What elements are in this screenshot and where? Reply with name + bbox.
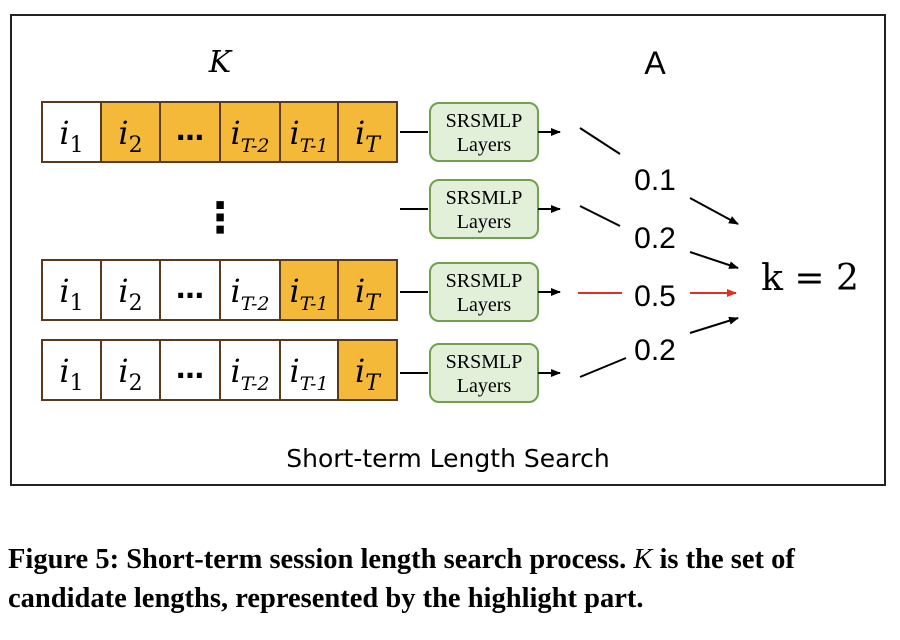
cell-label: … [176, 272, 204, 305]
block-label-line1: SRSMLP [446, 270, 523, 292]
diagram-footer: Short-term Length Search [286, 444, 610, 473]
cell [100, 259, 161, 321]
architecture-weights-label: A [644, 45, 666, 81]
highlighted-cell [279, 101, 339, 163]
cell-label: iT-1 [290, 272, 329, 315]
cell-label: iT [355, 272, 382, 316]
weight-path: 0.2 [579, 316, 739, 378]
block-label-line2: Layers [457, 134, 512, 156]
weight-path: 0.2 [579, 205, 739, 269]
weight-value: 0.1 [634, 164, 676, 197]
weight-value: 0.2 [634, 222, 676, 255]
cell-label: iT [355, 114, 382, 158]
weight-line [579, 205, 621, 227]
cell-label: iT-2 [231, 352, 270, 395]
cell-label: i2 [118, 114, 142, 158]
cell [159, 339, 221, 401]
sequence-row: i1 i2 … iT-2 iT-1 iT [41, 259, 398, 321]
caption-variable: K [633, 544, 653, 575]
weight-arrow [689, 316, 739, 334]
weight-value: 0.2 [634, 334, 676, 367]
block-label-line2: Layers [457, 211, 512, 233]
block-label-line2: Layers [457, 375, 512, 397]
cell-label: iT-2 [231, 114, 270, 157]
block-label-line1: SRSMLP [446, 110, 523, 132]
highlighted-cell [337, 101, 398, 163]
sequence-row: i1 i2 … iT-2 iT-1 iT [41, 101, 398, 163]
block-label-line1: SRSMLP [446, 187, 523, 209]
cell-label: i1 [59, 114, 83, 158]
weight-line [579, 127, 621, 155]
cell [100, 339, 161, 401]
weight-arrows: 0.1 0.2 0.5 0.2 [578, 127, 739, 378]
cell-label: i1 [59, 272, 83, 316]
highlighted-cell [337, 339, 398, 401]
cell-label: … [176, 114, 204, 147]
highlighted-cell [337, 259, 398, 321]
cell-label: i2 [118, 352, 142, 396]
weight-line [579, 357, 627, 378]
block-label-line1: SRSMLP [446, 351, 523, 373]
selected-length-label: k = 2 [761, 258, 859, 299]
weight-arrow [689, 197, 739, 225]
cell [279, 339, 339, 401]
weight-path: 0.1 [579, 127, 739, 225]
cell-label: i2 [118, 272, 142, 316]
block-label-line2: Layers [457, 294, 512, 316]
cell-label: … [176, 352, 204, 385]
caption-suffix: is the set of candidate lengths, represe… [8, 544, 795, 614]
figure-caption: Figure 5: Short-term session length sear… [8, 540, 894, 618]
cell-label: iT-1 [290, 114, 329, 157]
weight-path: 0.5 [578, 280, 737, 313]
cell-label: iT-2 [231, 272, 270, 315]
weight-arrow [689, 251, 739, 269]
caption-prefix: Figure 5: Short-term session length sear… [8, 544, 627, 575]
vertical-ellipsis: ⋮ [199, 193, 241, 242]
sequence-row: i1 i2 … iT-2 iT-1 iT [41, 339, 398, 401]
cell-label: iT-1 [290, 352, 329, 395]
candidate-set-label: K [208, 45, 233, 80]
srsmlp-blocks: SRSMLPLayersSRSMLPLayersSRSMLPLayersSRSM… [400, 102, 561, 403]
diagram-frame [10, 14, 886, 486]
cell [219, 339, 281, 401]
cell-label: iT [355, 352, 382, 396]
cell [219, 259, 281, 321]
cell [41, 101, 102, 163]
weight-value: 0.5 [634, 280, 676, 313]
cell-label: i1 [59, 352, 83, 396]
